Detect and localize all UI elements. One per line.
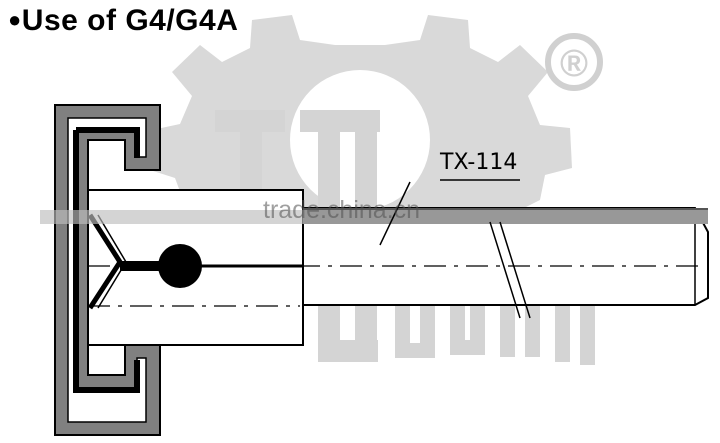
callout-leaders	[379, 179, 531, 319]
page-title: ●Use of G4/G4A	[8, 4, 238, 38]
part-callout-label: TX-114	[440, 150, 518, 175]
registered-mark-text: ®	[560, 43, 588, 85]
registered-icon: ®	[545, 33, 603, 91]
title-text: Use of G4/G4A	[21, 4, 239, 37]
center-lines	[88, 265, 700, 307]
housing	[54, 104, 161, 436]
bullet-icon: ●	[8, 7, 22, 32]
watermark-stripe	[40, 210, 708, 224]
watermark-text: trade.china.cn	[263, 196, 421, 224]
